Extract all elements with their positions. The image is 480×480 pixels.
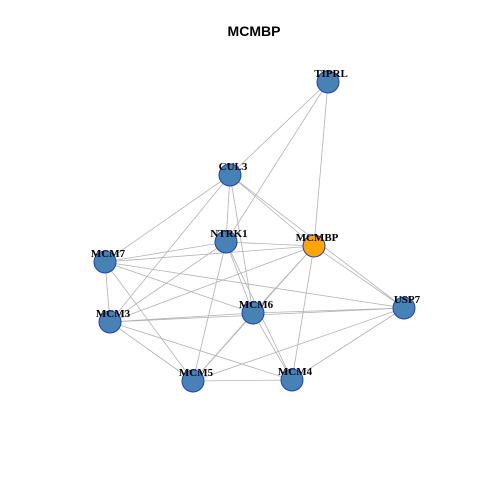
node-label: MCM5 <box>179 367 214 379</box>
node-label: MCM3 <box>96 308 131 320</box>
node-circle <box>93 250 117 274</box>
node-circle <box>214 230 238 254</box>
node-ntrk1: NTRK1 <box>210 228 248 254</box>
edge-mcm4-usp7 <box>291 307 405 381</box>
node-circle <box>241 301 265 325</box>
node-circle <box>280 368 304 392</box>
edge-mcmbp-mcm7 <box>104 245 315 263</box>
node-mcm4: MCM4 <box>278 366 313 392</box>
node-circle <box>316 70 340 94</box>
node-circle <box>392 296 416 320</box>
edge-tiprl-cul3 <box>229 81 329 176</box>
node-label: USP7 <box>394 294 421 306</box>
edge-mcm7-mcm6 <box>104 261 254 314</box>
node-circle <box>218 163 242 187</box>
edge-cul3-mcmbp <box>229 174 315 247</box>
edge-mcm7-mcm5 <box>104 261 194 382</box>
edge-mcm6-mcm4 <box>252 312 293 381</box>
node-circle <box>98 310 122 334</box>
node-label: NTRK1 <box>210 228 247 240</box>
edge-mcm3-mcm4 <box>109 321 293 381</box>
node-mcm6: MCM6 <box>239 299 274 325</box>
edge-mcm3-mcm5 <box>109 321 194 382</box>
edge-mcm7-usp7 <box>104 261 405 309</box>
node-mcm3: MCM3 <box>96 308 131 334</box>
node-cul3: CUL3 <box>218 161 248 187</box>
edge-tiprl-mcmbp <box>313 81 329 247</box>
edge-mcm5-usp7 <box>192 307 405 382</box>
node-label: TIPRL <box>314 68 348 80</box>
node-label: CUL3 <box>219 161 248 173</box>
node-circle <box>302 234 326 258</box>
edge-ntrk1-mcm6 <box>225 241 254 314</box>
node-circle <box>181 369 205 393</box>
node-tiprl: TIPRL <box>314 68 348 94</box>
edge-cul3-mcm3 <box>109 174 231 323</box>
edge-mcm6-mcm5 <box>192 312 254 382</box>
node-label: MCM7 <box>91 248 126 260</box>
edge-ntrk1-mcm3 <box>109 241 227 323</box>
graph-title: MCMBP <box>228 23 281 39</box>
edge-mcmbp-usp7 <box>313 245 405 309</box>
edge-cul3-mcm7 <box>104 174 231 263</box>
node-label: MCMBP <box>296 232 339 244</box>
node-mcm7: MCM7 <box>91 248 126 274</box>
node-mcm5: MCM5 <box>179 367 214 393</box>
edge-mcm5-mcm4 <box>192 379 293 382</box>
edge-ntrk1-mcm7 <box>104 241 227 263</box>
node-usp7: USP7 <box>392 294 421 320</box>
edge-ntrk1-mcmbp <box>225 241 315 247</box>
node-label: MCM4 <box>278 366 313 378</box>
node-label: MCM6 <box>239 299 274 311</box>
edge-mcmbp-mcm3 <box>109 245 315 323</box>
edge-ntrk1-mcm5 <box>192 241 227 382</box>
node-mcmbp: MCMBP <box>296 232 339 258</box>
edge-tiprl-ntrk1 <box>225 81 329 243</box>
edges-layer <box>104 81 405 382</box>
